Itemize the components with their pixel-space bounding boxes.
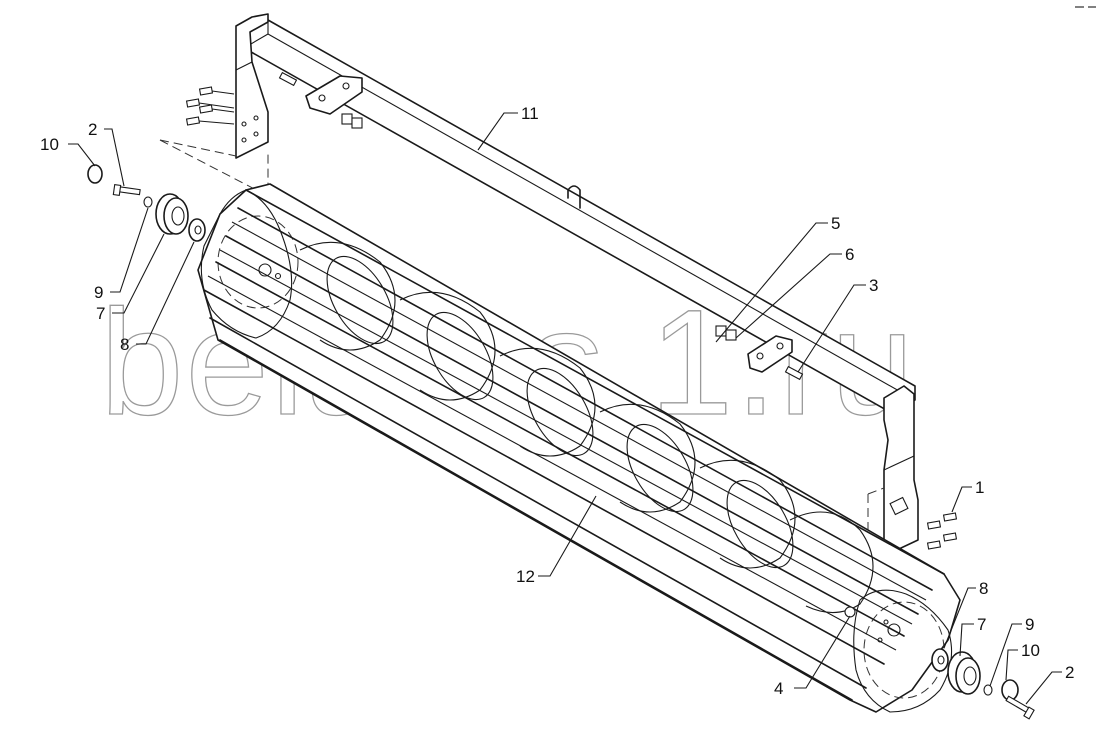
callout-2-left: 2 — [88, 120, 97, 139]
callout-12: 12 — [516, 567, 535, 586]
callout-1: 1 — [975, 478, 984, 497]
callout-8-left: 8 — [120, 335, 129, 354]
callout-8-right: 8 — [979, 579, 988, 598]
leader-lines — [68, 112, 1062, 705]
roller-drum — [197, 183, 961, 713]
callout-7-right: 7 — [977, 615, 986, 634]
callout-11: 11 — [521, 104, 539, 123]
callout-6: 6 — [845, 245, 854, 264]
callout-9-right: 9 — [1025, 615, 1034, 634]
callout-4: 4 — [774, 679, 783, 698]
callout-7-left: 7 — [96, 304, 105, 323]
callout-10-right: 10 — [1021, 641, 1040, 660]
callout-labels: 10 2 9 7 8 11 5 6 3 1 12 8 7 9 10 2 4 — [40, 104, 1074, 698]
callout-2-right: 2 — [1065, 663, 1074, 682]
right-hub-assembly — [931, 648, 1035, 720]
callout-9-left: 9 — [94, 283, 103, 302]
bolts-right — [715, 325, 958, 550]
frame-beam — [235, 13, 919, 557]
callout-5: 5 — [831, 214, 840, 233]
callout-10-left: 10 — [40, 135, 59, 154]
callout-3: 3 — [869, 276, 878, 295]
left-hub-assembly — [87, 164, 206, 242]
bolts-top — [185, 71, 363, 129]
